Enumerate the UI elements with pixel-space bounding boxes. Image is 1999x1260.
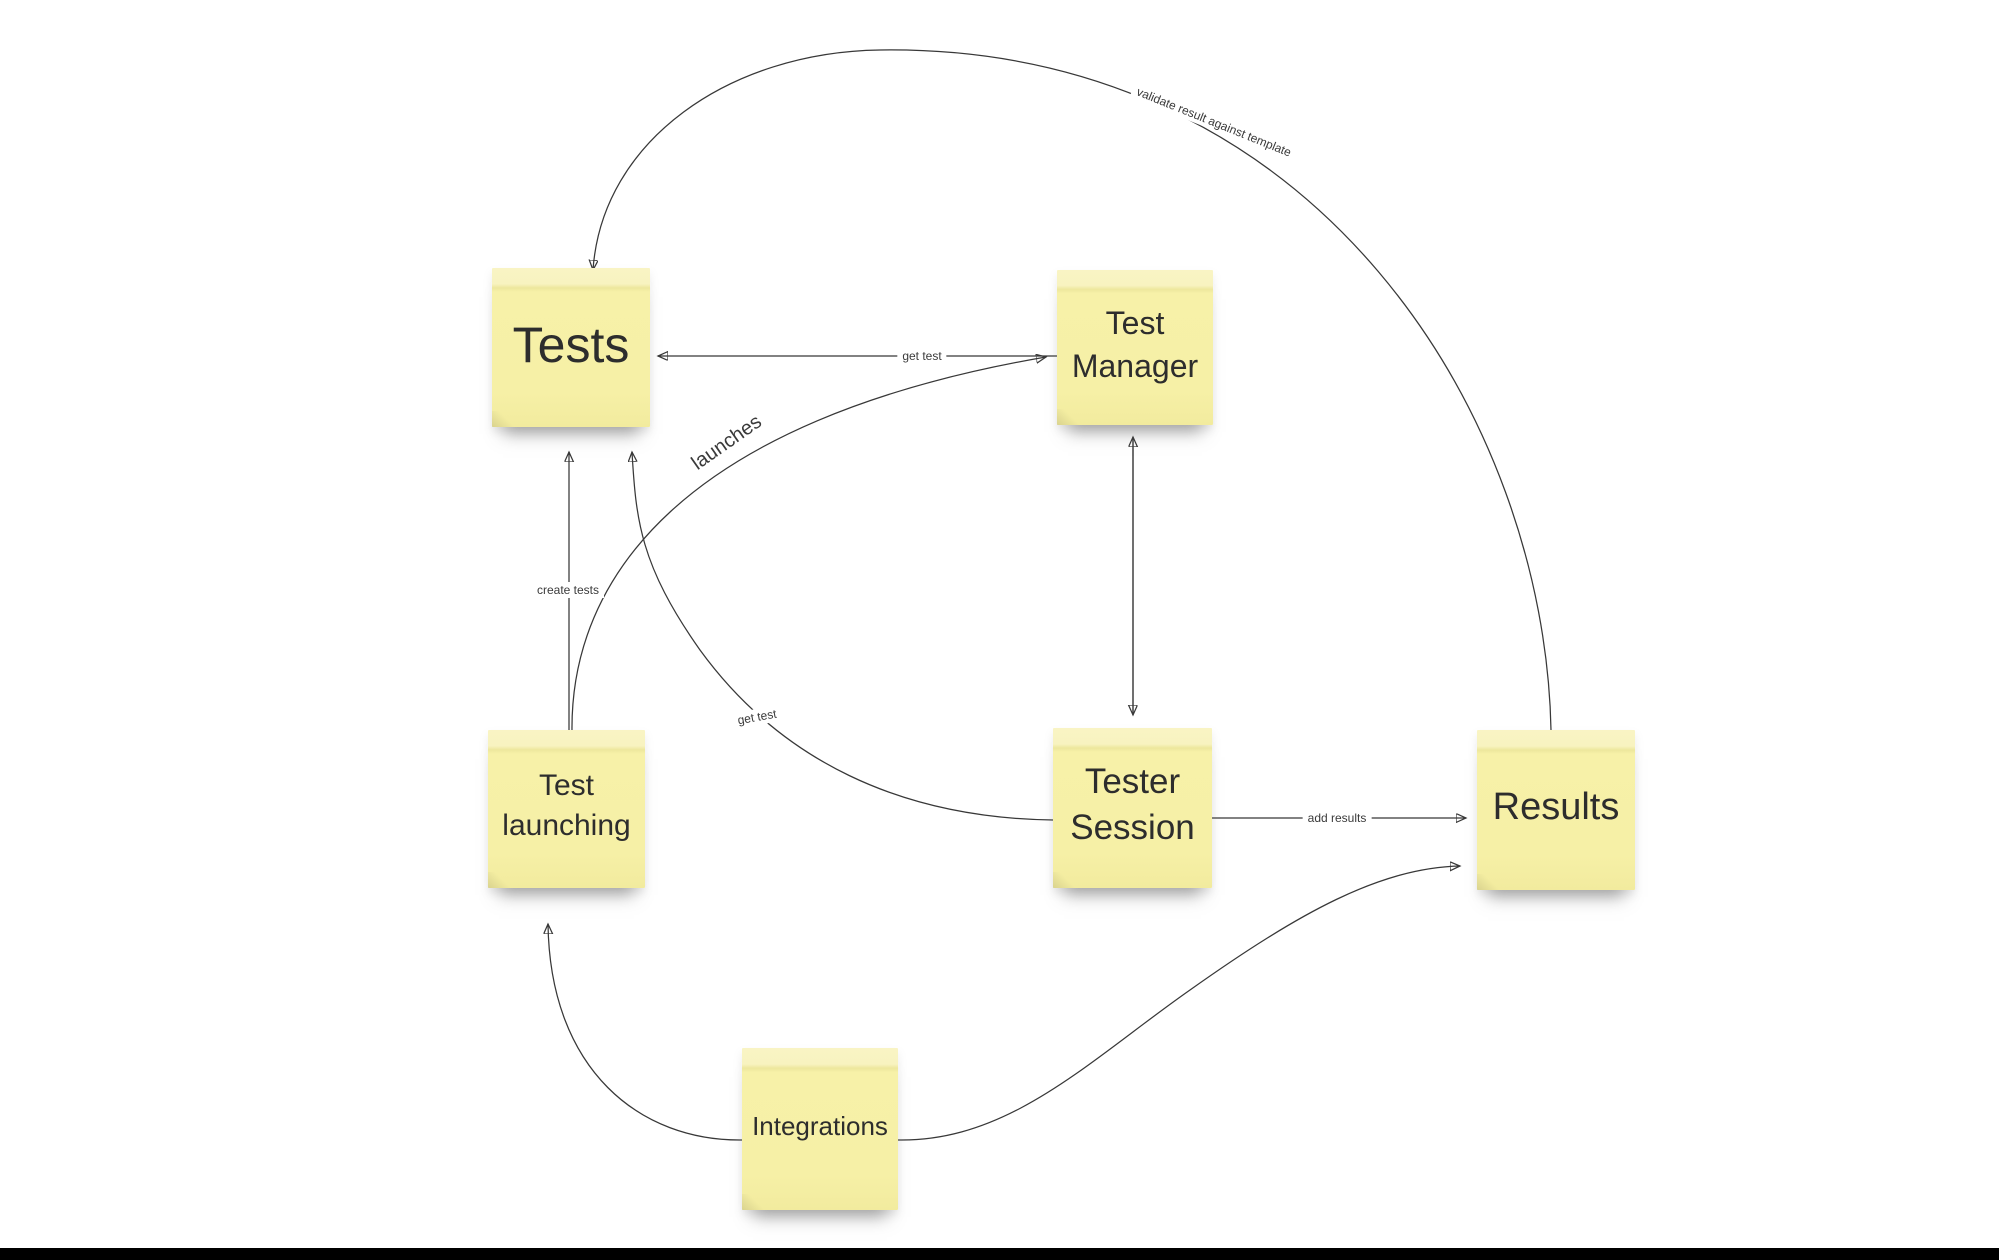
edge-label-add-results[interactable]: add results: [1302, 810, 1372, 826]
edge-label-create-tests[interactable]: create tests: [531, 582, 605, 598]
edge-label-get-test[interactable]: get test: [897, 348, 947, 364]
sticky-note-results[interactable]: Results: [1477, 730, 1635, 890]
bottom-edge-bar: [0, 1248, 1999, 1260]
sticky-note-label: Tests: [512, 316, 630, 373]
edge-launches-curve: [571, 357, 1046, 733]
sticky-note-test-launching[interactable]: Test launching: [488, 730, 645, 888]
edge-integrations-results-curve: [897, 866, 1460, 1141]
sticky-note-integrations[interactable]: Integrations: [742, 1048, 898, 1210]
edge-validate-arc: [593, 49, 1552, 731]
sticky-note-label: Test launching: [502, 769, 631, 842]
sticky-note-tests[interactable]: Tests: [492, 268, 650, 427]
edge-integrations-launching-curve: [548, 924, 745, 1141]
sticky-note-tester-session[interactable]: Tester Session: [1053, 728, 1212, 888]
sticky-note-label: Tester Session: [1070, 761, 1195, 847]
sticky-note-label: Results: [1492, 785, 1620, 828]
sticky-note-test-manager[interactable]: Test Manager: [1057, 270, 1213, 425]
sticky-note-label: Test Manager: [1071, 305, 1199, 384]
sticky-note-label: Integrations: [752, 1110, 888, 1141]
edge-get-test-curve: [632, 452, 1054, 821]
